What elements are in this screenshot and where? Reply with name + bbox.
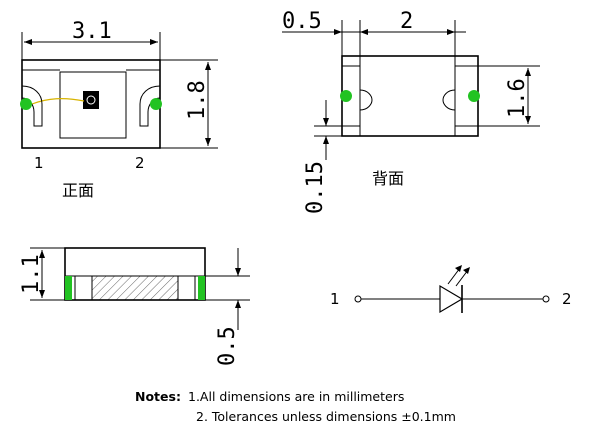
led-symbol: 1 2 [330,265,572,314]
notes-line-1: 1.All dimensions are in millimeters [188,389,404,404]
anode-terminal [354,295,362,303]
right-pad-dot [150,98,162,110]
back-view: 0.5 2 1.6 0.15 背面 [282,9,540,214]
emission-arrows-icon [447,265,470,287]
symbol-pin-1-label: 1 [330,290,340,308]
notes-label: Notes: [135,389,181,404]
side-right-pad [198,276,205,300]
back-right-pad-dot [468,90,480,102]
left-pad-dot [20,98,32,110]
side-pad-label: 0.5 [215,326,240,366]
back-span-label: 2 [400,9,413,34]
back-body-outline [341,55,479,137]
front-view: 3.1 1.8 1 2 正面 [20,19,218,200]
front-width-label: 3.1 [72,19,112,44]
bond-wire [31,98,85,105]
diode-triangle [439,284,464,314]
front-pin-1-label: 1 [34,154,44,172]
back-height-label: 1.6 [505,78,530,118]
symbol-pin-2-label: 2 [562,290,572,308]
back-left-pad-dot [340,90,352,102]
lens-block [59,71,127,139]
front-pin-2-label: 2 [135,154,145,172]
cathode-terminal [542,295,550,303]
notes-line-2: 2. Tolerances unless dimensions ±0.1mm [196,409,456,424]
back-pad-width-label: 0.5 [282,9,322,34]
back-caption: 背面 [372,169,404,188]
side-hatched-body [91,275,179,301]
front-caption: 正面 [62,181,94,200]
side-left-pad [65,276,72,300]
back-gap-label: 0.15 [303,161,328,214]
side-height-label: 1.1 [19,254,44,294]
front-height-label: 1.8 [185,80,210,120]
notes: Notes: 1.All dimensions are in millimete… [135,389,456,424]
chip [83,91,99,109]
side-view: 1.1 0.5 [19,247,250,366]
